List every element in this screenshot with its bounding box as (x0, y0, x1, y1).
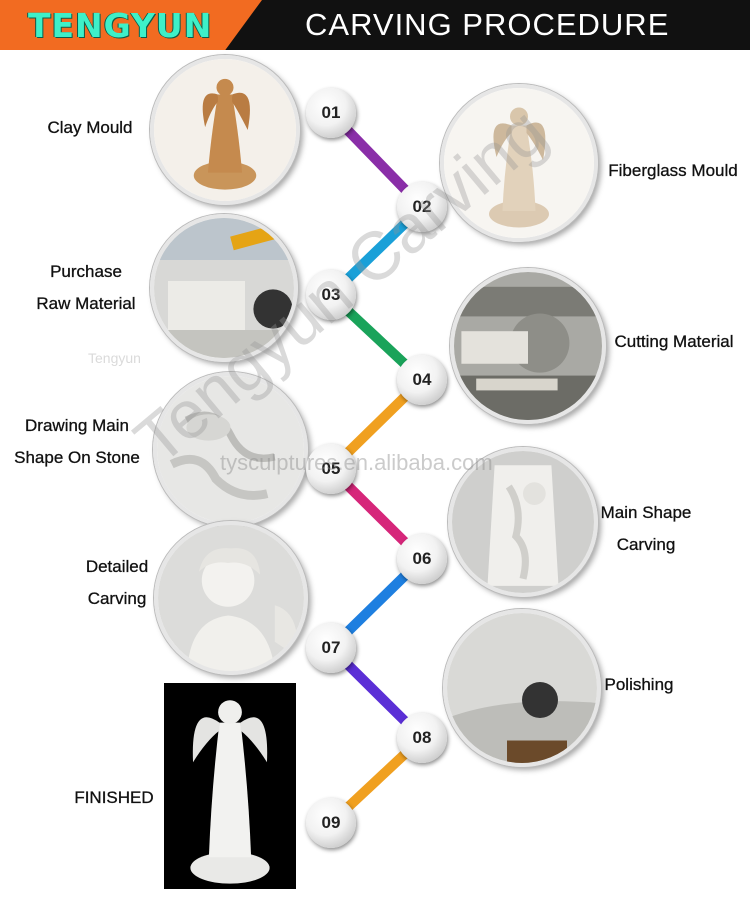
step-number: 05 (321, 459, 341, 478)
step-number: 08 (412, 728, 432, 747)
step-label-fiberglass-mould: Fiberglass Mould (598, 155, 748, 187)
step-node-08: 08 (397, 713, 447, 763)
label-line: Polishing (604, 675, 674, 694)
step-number: 06 (412, 549, 432, 568)
step-node-09: 09 (306, 798, 356, 848)
label-line: Main Shape (600, 503, 692, 522)
label-line: Carving (616, 535, 676, 554)
label-line: FINISHED (74, 788, 154, 807)
cutting-machine-photo-icon (450, 268, 606, 424)
brand-block (0, 0, 262, 50)
page-title: CARVING PROCEDURE (305, 7, 670, 42)
quarry-photo-icon (150, 214, 298, 362)
step-label-clay-mould: Clay Mould (30, 112, 150, 144)
label-line: Drawing Main (25, 416, 129, 435)
header-bar: TENGYUN CARVING PROCEDURE (0, 0, 750, 50)
step-number: 04 (412, 370, 432, 389)
label-line: Raw Material (36, 294, 136, 313)
finished-angel-photo-icon (164, 683, 296, 889)
step-label-purchase-raw-material: Purchase Raw Material (22, 256, 150, 320)
step-node-05: 05 (306, 444, 356, 494)
step-label-polishing: Polishing (594, 669, 684, 701)
polishing-photo-icon (443, 609, 601, 767)
detailed-bust-photo-icon (154, 521, 308, 675)
label-line: Purchase (50, 262, 122, 281)
label-line: Shape On Stone (14, 448, 140, 467)
label-line: Cutting Material (614, 332, 734, 351)
step-label-finished: FINISHED (64, 782, 164, 814)
step-number: 02 (412, 197, 432, 216)
step-number: 01 (321, 103, 341, 122)
step-label-detailed-carving: Detailed Carving (72, 551, 162, 615)
label-line: Detailed (85, 557, 149, 576)
fiberglass-angel-photo-icon (440, 84, 598, 242)
step-node-04: 04 (397, 355, 447, 405)
step-node-02: 02 (397, 182, 447, 232)
label-line: Fiberglass Mould (608, 161, 738, 180)
step-label-drawing-main-shape: Drawing Main Shape On Stone (4, 410, 150, 474)
clay-angel-photo-icon (150, 55, 300, 205)
step-number: 07 (321, 638, 341, 657)
step-node-07: 07 (306, 623, 356, 673)
step-node-03: 03 (306, 270, 356, 320)
step-label-cutting-material: Cutting Material (603, 326, 745, 358)
label-line: Clay Mould (47, 118, 133, 137)
label-line: Carving (87, 589, 147, 608)
step-number: 09 (321, 813, 341, 832)
step-node-06: 06 (397, 534, 447, 584)
step-number: 03 (321, 285, 341, 304)
step-node-01: 01 (306, 88, 356, 138)
drawing-stone-photo-icon (153, 372, 308, 527)
brand-logo: TENGYUN (28, 6, 213, 45)
step-label-main-shape-carving: Main Shape Carving (588, 497, 704, 561)
rough-carving-photo-icon (448, 447, 598, 597)
